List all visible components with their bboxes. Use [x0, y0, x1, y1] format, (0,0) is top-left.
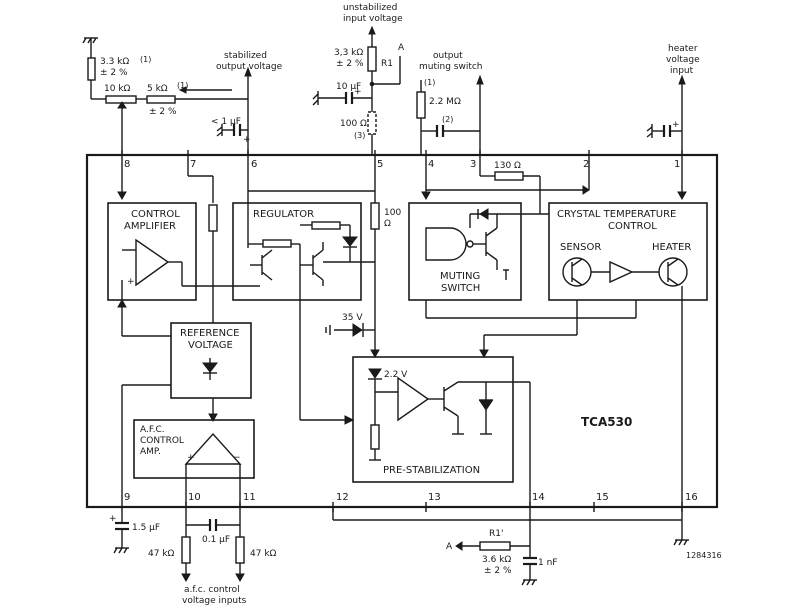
muting-switch-label-1: MUTING [440, 271, 480, 282]
c-1u-label: < 1 µF [211, 117, 241, 127]
node-a-bottom: A [446, 542, 453, 552]
pin-15-label: 15 [596, 492, 609, 503]
svg-text:+: + [243, 135, 251, 145]
bottom-external-network: + [109, 512, 689, 586]
node-a-top: A [398, 43, 405, 53]
pin-16-label: 16 [685, 492, 698, 503]
pre-stabilization-label: PRE-STABILIZATION [383, 465, 480, 476]
r-ext-name: R1' [489, 529, 503, 539]
afc-amp-label-2: CONTROL [140, 436, 184, 446]
r-100-int-label-1: 100 [384, 208, 401, 218]
zener-22-label: 2.2 V [384, 370, 408, 380]
pin-12-label: 12 [336, 492, 349, 503]
heater-label: HEATER [652, 242, 691, 253]
pin-1-label: 1 [674, 159, 680, 170]
svg-text:+: + [354, 87, 362, 97]
stab-output-label-2: output voltage [216, 62, 283, 72]
pin5-input-network: + [312, 25, 401, 155]
r-5k-label-2: ± 2 % [149, 107, 177, 117]
r-10k-label: 10 kΩ [104, 84, 131, 94]
afc-amp-label-1: A.F.C. [140, 425, 165, 435]
c-1n-label: 1 nF [538, 558, 557, 568]
sensor-label: SENSOR [560, 242, 601, 253]
afc-control-amp-block [133, 419, 255, 479]
svg-text:+: + [672, 120, 680, 130]
heater-input-label-3: input [670, 66, 694, 76]
r-36k-label-1: 3.6 kΩ [482, 555, 511, 565]
pin-13-label: 13 [428, 492, 441, 503]
r-33k-label-1: 3.3 kΩ [100, 57, 129, 67]
control-amplifier-block [107, 202, 197, 301]
unstab-input-label-2: input voltage [343, 14, 403, 24]
pin-7-label: 7 [190, 159, 196, 170]
r-5k-label-1: 5 kΩ [147, 84, 168, 94]
muting-output-label-1: output [433, 51, 463, 61]
internal-wiring: − + [117, 160, 688, 540]
unstab-input-label-1: unstabilized [343, 3, 397, 13]
note-1-a: (1) [140, 55, 151, 64]
regulator-block [232, 202, 362, 301]
ic-package-outline [85, 153, 719, 509]
pin1-heater-network: + [646, 74, 686, 155]
pin-6-label: 6 [251, 159, 257, 170]
pin-11-label: 11 [243, 492, 256, 503]
r-100-int-label-2: Ω [384, 219, 391, 229]
pin-4-label: 4 [428, 159, 434, 170]
pin-8-label: 8 [124, 159, 130, 170]
svg-text:+: + [187, 453, 195, 463]
afc-inputs-label-2: voltage inputs [182, 596, 247, 606]
r-33k-label-2: ± 2 % [100, 68, 128, 78]
pin4-pin3-network [416, 74, 484, 155]
svg-text:+: + [109, 514, 117, 524]
c-10u-label: 10 µF [336, 82, 361, 92]
muting-output-label-2: muting switch [419, 62, 483, 72]
afc-amp-label-3: AMP. [140, 447, 161, 457]
pin-9-label: 9 [124, 492, 130, 503]
regulator-label: REGULATOR [253, 209, 314, 220]
note-3: (3) [354, 131, 365, 140]
afc-inputs-label-1: a.f.c. control [184, 585, 240, 595]
svg-text:−: − [127, 246, 135, 256]
r1-name: R1 [381, 59, 393, 69]
r-47k-right-label: 47 kΩ [250, 549, 277, 559]
crystal-title-2: CONTROL [608, 221, 657, 232]
r-22m-label: 2.2 MΩ [429, 97, 461, 107]
r-36k-label-2: ± 2 % [484, 566, 512, 576]
control-amplifier-label-1: CONTROL [131, 209, 180, 220]
svg-text:+: + [127, 277, 135, 287]
reference-voltage-label-2: VOLTAGE [188, 340, 233, 351]
pin-5-label: 5 [377, 159, 383, 170]
control-amplifier-label-2: AMPLIFIER [124, 221, 176, 232]
pin8-pin6-network: + [82, 37, 252, 155]
pin-14-label: 14 [532, 492, 545, 503]
c-15u-label: 1.5 µF [132, 523, 160, 533]
muting-switch-block [408, 202, 522, 301]
svg-text:−: − [233, 453, 241, 463]
crystal-title-1: CRYSTAL TEMPERATURE [557, 209, 676, 220]
figure-ref: 1284316 [686, 551, 722, 560]
r-47k-left-label: 47 kΩ [148, 549, 175, 559]
c-01u-label: 0.1 µF [202, 535, 230, 545]
pin-2-label: 2 [583, 159, 589, 170]
r-130-label: 130 Ω [494, 161, 521, 171]
reference-voltage-label-1: REFERENCE [180, 328, 239, 339]
heater-input-label-1: heater [668, 44, 698, 54]
note-1-b: (1) [177, 81, 188, 90]
r-100-ext-label: 100 Ω [340, 119, 367, 129]
ic-type-label: TCA530 [581, 415, 632, 429]
note-2: (2) [442, 115, 453, 124]
r1-value-2: ± 2 % [336, 59, 364, 69]
pin-10-label: 10 [188, 492, 201, 503]
stab-output-label-1: stabilized [224, 51, 267, 61]
muting-switch-label-2: SWITCH [441, 283, 480, 294]
reference-voltage-block [170, 322, 252, 399]
note-1-c: (1) [424, 78, 435, 87]
r1-value-1: 3,3 kΩ [334, 48, 363, 58]
pin-3-label: 3 [470, 159, 476, 170]
heater-input-label-2: voltage [666, 55, 700, 65]
zener-35-label: 35 V [342, 313, 363, 323]
crystal-temperature-control-block [548, 202, 708, 301]
